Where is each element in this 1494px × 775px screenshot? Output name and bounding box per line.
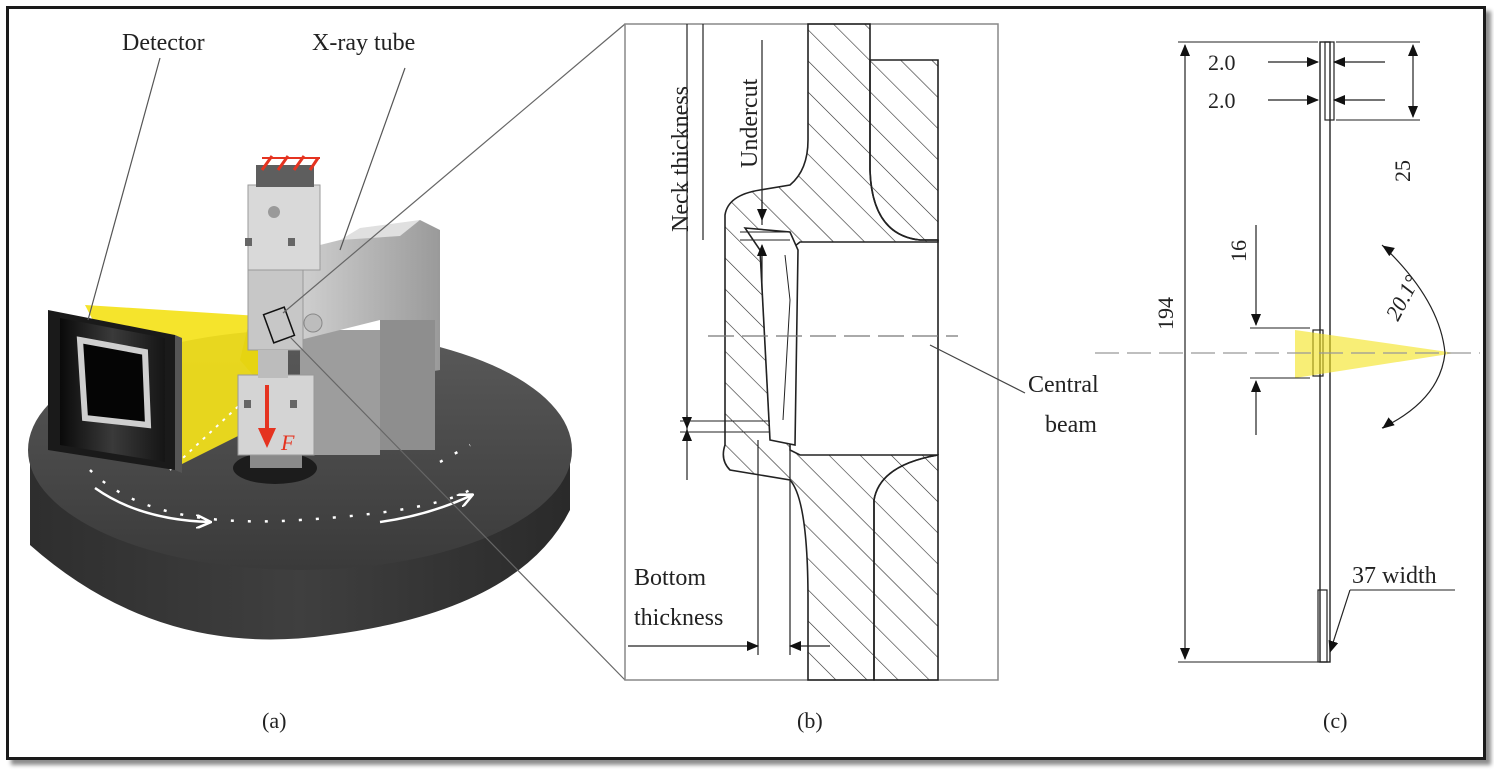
- panel-b-cross-section: [624, 23, 1026, 681]
- detector-label: Detector: [122, 30, 205, 56]
- zoom-line-top: [282, 23, 626, 314]
- lower-clamp: [237, 350, 315, 456]
- central-beam-label-2: beam: [1045, 412, 1097, 438]
- bottom-thickness-label-2: thickness: [634, 605, 723, 631]
- bottom-thickness-label-1: Bottom: [634, 565, 706, 591]
- dim-16: 16: [1226, 240, 1251, 262]
- detector-panel: [48, 310, 182, 473]
- xray-tube-label: X-ray tube: [312, 30, 415, 56]
- zoom-line-bottom: [289, 336, 626, 681]
- xray-cone: [1295, 330, 1455, 378]
- panel-a-illustration: [28, 23, 626, 681]
- width-label: 37 width: [1352, 563, 1437, 589]
- xray-tube-housing: [300, 220, 440, 455]
- caption-b: (b): [797, 708, 823, 733]
- rotation-arrow: [89, 469, 471, 523]
- undercut-label: Undercut: [737, 78, 763, 168]
- panel-c-specimen-drawing: [1095, 41, 1480, 663]
- die-section: [869, 59, 939, 241]
- dim-25: 25: [1390, 160, 1415, 182]
- neck-thickness-label: Neck thickness: [668, 86, 694, 232]
- detector-leader: [87, 57, 161, 321]
- central-beam-label-1: Central: [1028, 372, 1099, 398]
- die-lower-section: [873, 454, 939, 681]
- dim-top-2-0-a: 2.0: [1208, 50, 1236, 75]
- central-beam-leader: [929, 344, 1026, 394]
- caption-a: (a): [262, 708, 286, 733]
- dim-194: 194: [1153, 297, 1178, 330]
- specimen-region: [262, 306, 296, 344]
- dim-top-2-0-b: 2.0: [1208, 88, 1236, 113]
- xray-tube-leader: [339, 67, 406, 251]
- dim-angle: 20.1°: [1380, 271, 1424, 325]
- force-label: F: [280, 430, 295, 455]
- caption-c: (c): [1323, 708, 1347, 733]
